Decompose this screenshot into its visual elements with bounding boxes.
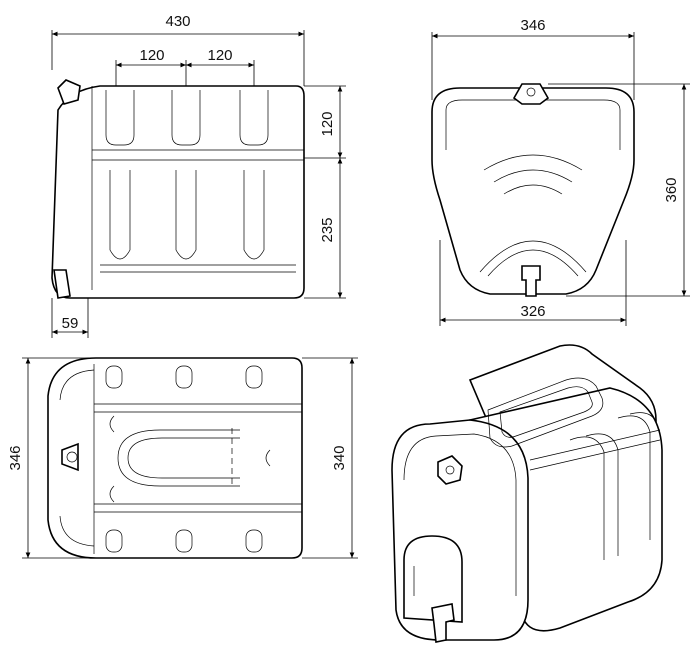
front-dim-slot-1: 120 xyxy=(139,47,164,64)
side-cap xyxy=(512,83,550,105)
front-dim-lower-height: 235 xyxy=(319,217,336,242)
front-slots xyxy=(105,90,269,146)
isometric-view xyxy=(391,344,663,643)
top-lugs xyxy=(105,365,263,553)
front-cap xyxy=(57,79,81,105)
front-view: 430 120 120 120 235 59 xyxy=(51,13,346,338)
side-dim-height: 360 xyxy=(663,177,680,202)
front-tap xyxy=(53,269,71,299)
side-view: 346 360 326 xyxy=(431,17,690,326)
side-dim-bottom-width: 326 xyxy=(520,303,545,320)
top-cap xyxy=(61,442,79,472)
side-tap xyxy=(521,265,541,297)
top-dim-depth-outer: 346 xyxy=(7,445,24,470)
front-view-outline xyxy=(51,85,305,299)
front-dim-width: 430 xyxy=(165,13,190,30)
iso-tap xyxy=(431,603,455,643)
iso-tap-recess xyxy=(403,535,463,623)
top-dim-depth-inner: 340 xyxy=(331,445,348,470)
side-dim-top-width: 346 xyxy=(520,17,545,34)
front-dim-top-height: 120 xyxy=(319,111,336,136)
top-view: 346 340 xyxy=(7,357,358,559)
front-dim-tap-offset: 59 xyxy=(62,315,79,332)
front-ribs xyxy=(100,170,296,273)
side-view-outline xyxy=(431,87,635,295)
top-view-outline xyxy=(47,357,303,559)
iso-cap xyxy=(437,455,463,485)
front-dim-slot-2: 120 xyxy=(207,47,232,64)
